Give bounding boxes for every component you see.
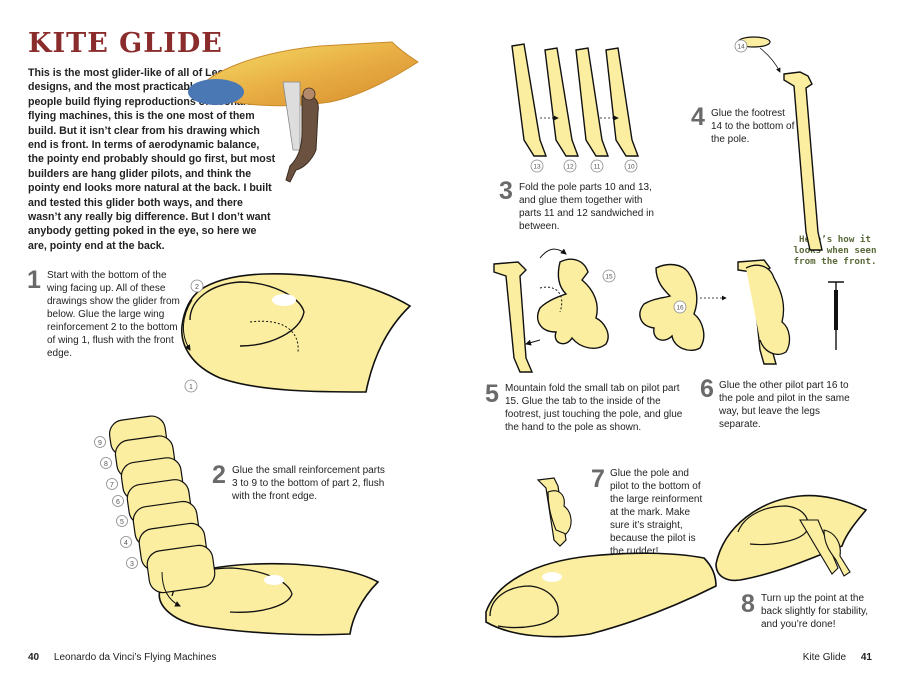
part-label-13: 13 [533, 164, 541, 171]
part-label-4: 4 [124, 540, 128, 547]
step-5-number: 5 [485, 380, 499, 408]
step-5-diagram: 15 [493, 248, 616, 373]
step-6-text: Glue the other pilot part 16 to the pole… [719, 380, 850, 430]
part-label-10: 10 [627, 164, 635, 171]
left-page-number: 40 [28, 652, 40, 663]
step-6-number: 6 [700, 375, 714, 403]
part-label-16: 16 [676, 305, 684, 312]
right-running-title: Kite Glide [802, 652, 847, 663]
step-5-text: Mountain fold the small tab on pilot par… [505, 383, 683, 433]
step-2-diagram: 9 8 7 6 5 4 3 [94, 415, 380, 636]
footer-right: Kite Glide 41 [803, 652, 872, 663]
step-6-diagram: 16 [639, 259, 844, 365]
part-label-15: 15 [605, 274, 613, 281]
step-7-text: Glue the pole and pilot to the bottom of… [610, 468, 703, 557]
left-running-title: Leonardo da Vinci’s Flying Machines [53, 652, 217, 663]
step-1-diagram: 2 1 [181, 273, 412, 393]
step-2-number: 2 [212, 461, 226, 489]
part-label-2: 2 [195, 284, 199, 291]
right-page-number: 41 [860, 652, 872, 663]
step-4-number: 4 [691, 103, 705, 131]
step-3-number: 3 [499, 177, 513, 205]
part-label-9: 9 [98, 440, 102, 447]
page-title: KITE GLIDE [28, 28, 223, 59]
step-1-number: 1 [27, 266, 41, 294]
step-4-diagram: 14 [734, 36, 823, 251]
part-label-5: 5 [120, 519, 124, 526]
part-label-12: 12 [566, 164, 574, 171]
part-label-11: 11 [594, 164, 601, 171]
step-3-text: Fold the pole parts 10 and 13, and glue … [519, 182, 654, 232]
part-label-7: 7 [110, 482, 114, 489]
step-4-text: Glue the footrest 14 to the bottom of th… [711, 108, 795, 145]
step-8-diagram [715, 494, 868, 582]
step-2-text: Glue the small reinforcement parts 3 to … [232, 465, 385, 502]
step-7-number: 7 [591, 465, 605, 493]
step-1-text: Start with the bottom of the wing facing… [47, 270, 180, 359]
front-view-note: Here’s how it looks when seen from the f… [793, 234, 877, 267]
part-label-1: 1 [189, 384, 193, 391]
step-8-text: Turn up the point at the back slightly f… [761, 593, 869, 630]
glider-photo [188, 41, 419, 183]
part-label-3: 3 [130, 561, 134, 568]
intro-paragraph: This is the most glider-like of all of L… [28, 67, 276, 252]
step-7-diagram [485, 477, 717, 638]
step-3-diagram: 13 12 11 10 [511, 43, 640, 173]
part-label-6: 6 [116, 499, 120, 506]
footer-left: 40 Leonardo da Vinci’s Flying Machines [28, 652, 216, 663]
step-8-number: 8 [741, 590, 755, 618]
part-label-14: 14 [737, 44, 745, 51]
part-label-8: 8 [104, 461, 108, 468]
